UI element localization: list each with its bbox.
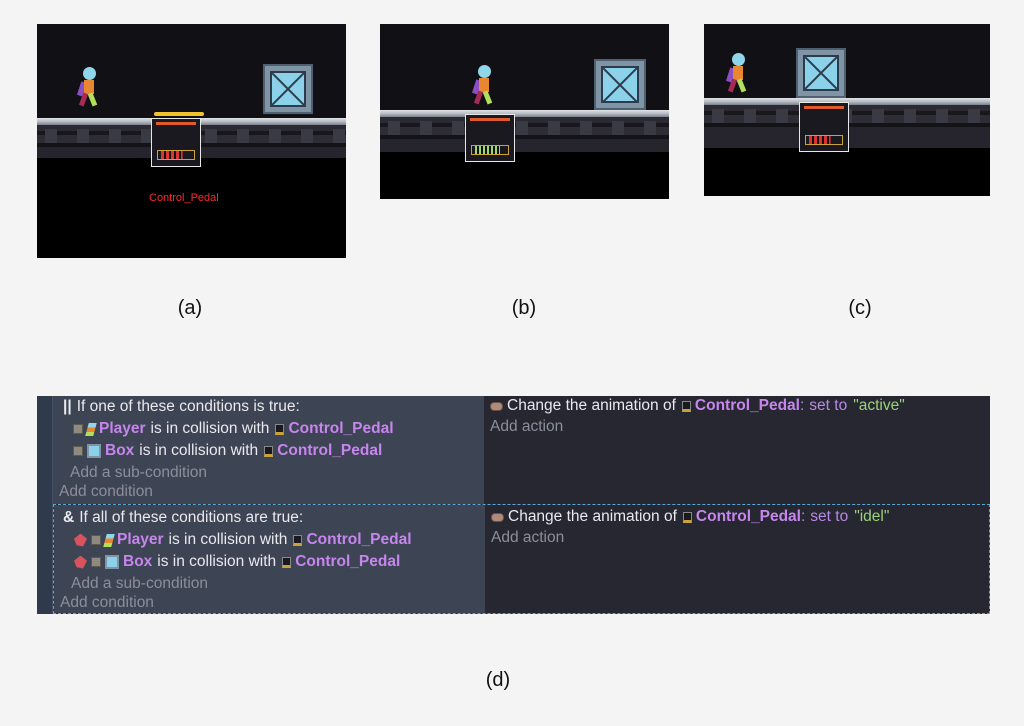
control-pedal-icon — [282, 556, 292, 568]
animation-icon — [491, 512, 504, 522]
condition-row[interactable]: Player is in collision with Control_Peda… — [73, 420, 394, 438]
add-condition-link[interactable]: Add condition — [60, 594, 154, 611]
action-value[interactable]: "idel" — [854, 508, 890, 525]
void-area — [380, 152, 669, 199]
condition-target[interactable]: Control_Pedal — [277, 442, 383, 459]
condition-verb: is in collision with — [139, 442, 259, 459]
caption-d: (d) — [485, 669, 511, 691]
game-screenshot-c — [704, 24, 990, 196]
event-gutter — [37, 396, 53, 614]
void-area — [37, 158, 346, 258]
caption-b: (b) — [511, 297, 537, 319]
condition-row[interactable]: Player is in collision with Control_Peda… — [74, 531, 412, 549]
object-name-label: Control_Pedal — [149, 192, 219, 204]
action-set-to: set to — [810, 508, 849, 525]
action-value[interactable]: "active" — [853, 397, 905, 414]
control-pedal-sprite — [465, 114, 515, 162]
action-colon: : — [800, 508, 806, 525]
object-type-icon — [73, 446, 83, 456]
actions-column[interactable]: Change the animation of Control_Pedal : … — [485, 505, 989, 613]
action-set-to: set to — [809, 397, 848, 414]
action-text: Change the animation of — [507, 397, 676, 414]
control-pedal-icon — [681, 400, 691, 412]
add-condition-link[interactable]: Add condition — [59, 483, 153, 500]
control-pedal-sprite — [151, 118, 201, 167]
condition-object[interactable]: Box — [105, 442, 135, 459]
condition-object[interactable]: Player — [117, 531, 164, 548]
condition-object[interactable]: Player — [99, 420, 146, 437]
add-action-link[interactable]: Add action — [490, 418, 564, 435]
object-type-icon — [91, 535, 101, 545]
invert-condition-icon — [74, 555, 87, 569]
action-object[interactable]: Control_Pedal — [694, 397, 800, 414]
add-sub-condition-link[interactable]: Add a sub-condition — [70, 464, 208, 481]
caption-a: (a) — [177, 297, 203, 319]
player-sprite — [471, 65, 496, 107]
invert-condition-icon — [74, 533, 87, 547]
header-text: If all of these conditions are true: — [79, 509, 304, 526]
action-object[interactable]: Control_Pedal — [695, 508, 801, 525]
event-and[interactable]: & If all of these conditions are true: P… — [53, 504, 990, 614]
action-text: Change the animation of — [508, 508, 677, 525]
object-type-icon — [91, 557, 101, 567]
conditions-column[interactable]: & If all of these conditions are true: P… — [54, 505, 485, 613]
condition-target[interactable]: Control_Pedal — [288, 420, 394, 437]
player-sprite — [725, 53, 750, 95]
and-symbol: & — [63, 509, 75, 526]
condition-row[interactable]: Box is in collision with Control_Pedal — [73, 442, 382, 460]
game-screenshot-b — [380, 24, 669, 199]
or-condition-header[interactable]: || If one of these conditions is true: — [63, 398, 300, 416]
condition-row[interactable]: Box is in collision with Control_Pedal — [74, 553, 400, 571]
condition-object[interactable]: Box — [123, 553, 153, 570]
box-sprite — [796, 48, 846, 98]
animation-icon — [490, 401, 503, 411]
header-text: If one of these conditions is true: — [76, 398, 300, 415]
object-type-icon — [73, 424, 83, 434]
condition-verb: is in collision with — [157, 553, 277, 570]
box-icon — [87, 444, 101, 458]
or-symbol: || — [63, 398, 72, 415]
control-pedal-icon — [682, 511, 692, 523]
pedal-cap — [154, 112, 204, 116]
void-area — [704, 148, 990, 196]
action-row[interactable]: Change the animation of Control_Pedal : … — [491, 508, 889, 526]
floor-platform — [380, 110, 669, 152]
control-pedal-icon — [275, 423, 285, 435]
caption-c: (c) — [848, 297, 872, 319]
player-icon — [103, 533, 115, 547]
game-screenshot-a: Control_Pedal — [37, 24, 346, 258]
condition-verb: is in collision with — [168, 531, 288, 548]
add-sub-condition-link[interactable]: Add a sub-condition — [71, 575, 209, 592]
box-sprite — [594, 59, 646, 110]
box-sprite — [263, 64, 313, 114]
condition-verb: is in collision with — [150, 420, 270, 437]
conditions-column[interactable]: || If one of these conditions is true: P… — [53, 396, 484, 504]
actions-column[interactable]: Change the animation of Control_Pedal : … — [484, 396, 990, 504]
event-sheet: || If one of these conditions is true: P… — [37, 396, 990, 614]
box-icon — [105, 555, 119, 569]
control-pedal-sprite — [799, 102, 849, 152]
action-colon: : — [799, 397, 805, 414]
add-action-link[interactable]: Add action — [491, 529, 565, 546]
player-icon — [85, 422, 97, 436]
and-condition-header[interactable]: & If all of these conditions are true: — [63, 509, 303, 527]
condition-target[interactable]: Control_Pedal — [295, 553, 401, 570]
action-row[interactable]: Change the animation of Control_Pedal : … — [490, 397, 905, 415]
event-or[interactable]: || If one of these conditions is true: P… — [53, 396, 990, 504]
control-pedal-icon — [264, 445, 274, 457]
control-pedal-icon — [293, 534, 303, 546]
player-sprite — [76, 67, 101, 109]
condition-target[interactable]: Control_Pedal — [306, 531, 412, 548]
